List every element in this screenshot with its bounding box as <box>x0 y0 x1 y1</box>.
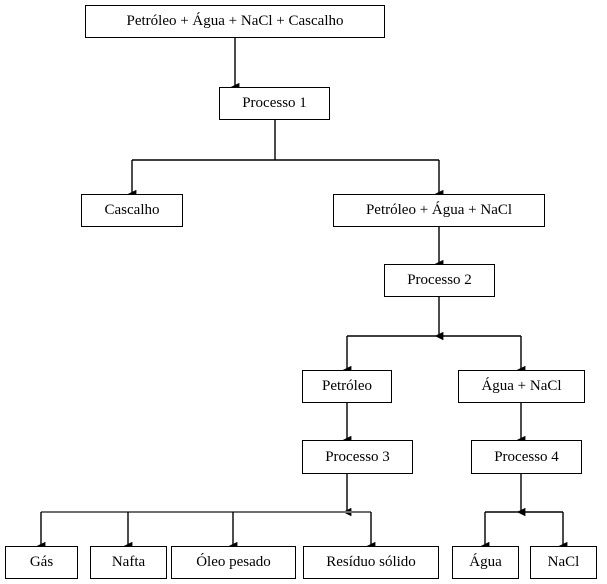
node-agua[interactable]: Água <box>452 546 519 579</box>
node-cascalho[interactable]: Cascalho <box>81 194 183 227</box>
node-residuo-solido[interactable]: Resíduo sólido <box>303 546 439 579</box>
node-petroleo-agua-nacl[interactable]: Petróleo + Água + NaCl <box>333 194 545 227</box>
node-petroleo[interactable]: Petróleo <box>302 370 392 403</box>
node-agua-nacl[interactable]: Água + NaCl <box>458 370 585 403</box>
node-processo-2[interactable]: Processo 2 <box>384 264 495 297</box>
node-processo-3[interactable]: Processo 3 <box>302 440 413 474</box>
node-nacl[interactable]: NaCl <box>530 546 597 579</box>
node-nafta[interactable]: Nafta <box>90 546 167 579</box>
node-gas[interactable]: Gás <box>5 546 78 579</box>
node-oleo-pesado[interactable]: Óleo pesado <box>171 546 296 579</box>
node-processo-1[interactable]: Processo 1 <box>219 87 330 120</box>
node-feed[interactable]: Petróleo + Água + NaCl + Cascalho <box>85 5 385 38</box>
node-processo-4[interactable]: Processo 4 <box>471 440 582 474</box>
